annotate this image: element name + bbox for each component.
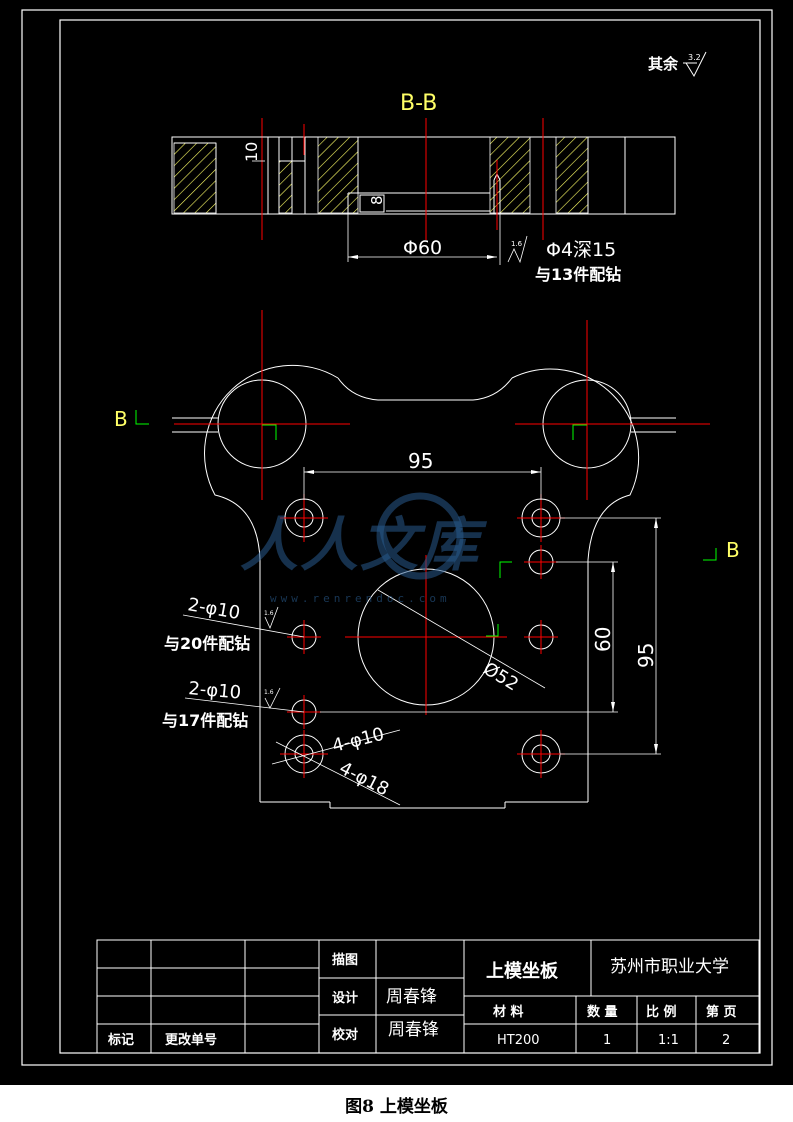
roughness-value: 3.2 [688,53,701,62]
cad-drawing: 其余 3.2 B-B [21,9,773,1066]
tb-change-label: 更改单号 [165,1032,217,1048]
note-drill-13: 与13件配钻 [535,265,621,284]
plan-markers [135,410,717,637]
figure-caption: 图8 上模坐板 [345,1097,448,1117]
tb-material-label: 材 料 [493,1004,524,1020]
section-title: B-B [400,91,437,116]
tb-page-label: 第 页 [706,1004,737,1020]
hole-callout-20-roughness: 1.6 [264,610,274,617]
dim-bore: Φ60 [403,237,442,259]
dim-95-vertical: 95 [634,643,658,668]
tb-design-label: 设计 [332,990,358,1006]
section-mark-right: B [726,538,740,562]
tb-scale-label: 比 例 [646,1004,677,1020]
note-drill-17: 与17件配钻 [162,711,248,730]
watermark-logo-icon [376,492,464,580]
tb-checker: 周春锋 [388,1020,439,1040]
tb-drawn-label: 描图 [332,952,358,968]
watermark-text: 人人文库 [240,511,481,579]
section-view [171,118,676,240]
tb-page: 2 [722,1033,730,1048]
title-block-grid [96,939,760,1054]
dim-60-vertical: 60 [591,627,615,652]
tb-school: 苏州市职业大学 [610,957,729,977]
dim-roughness-small: 1.6 [511,240,523,248]
hole-callout-4x18: 4-φ18 [336,758,393,801]
hole-callout-17: 2-φ10 [188,678,242,704]
note-drill-20: 与20件配钻 [164,634,250,653]
tb-material: HT200 [497,1033,540,1048]
tb-designer: 周春锋 [386,987,437,1007]
tb-part-name: 上模坐板 [486,960,559,982]
dim-step: 8 [368,195,386,205]
roughness-symbol-icon [683,51,707,78]
outer-frame [21,9,773,1066]
dim-pin-hole: Φ4深15 [546,239,616,261]
roughness-note: 其余 [648,55,679,73]
tb-check-label: 校对 [332,1027,358,1043]
hole-callout-20: 2-φ10 [186,594,242,624]
tb-quantity: 1 [603,1033,611,1048]
tb-scale: 1:1 [658,1033,679,1048]
watermark-url: www.renrendoc.com [270,592,451,605]
dim-95-horizontal: 95 [408,449,433,473]
section-mark-left: B [114,407,128,431]
hole-callout-4x10: 4-φ10 [330,724,386,757]
dim-center-bore: Ø52 [479,658,522,695]
dim-depth: 10 [242,142,261,162]
tb-mark-label: 标记 [107,1032,134,1048]
watermark: 人人文库 www.renrendoc.com [240,488,540,618]
drawing-sheet: 其余 3.2 B-B [0,0,793,1085]
tb-quantity-label: 数 量 [587,1004,618,1020]
hole-callout-17-roughness: 1.6 [264,689,274,696]
